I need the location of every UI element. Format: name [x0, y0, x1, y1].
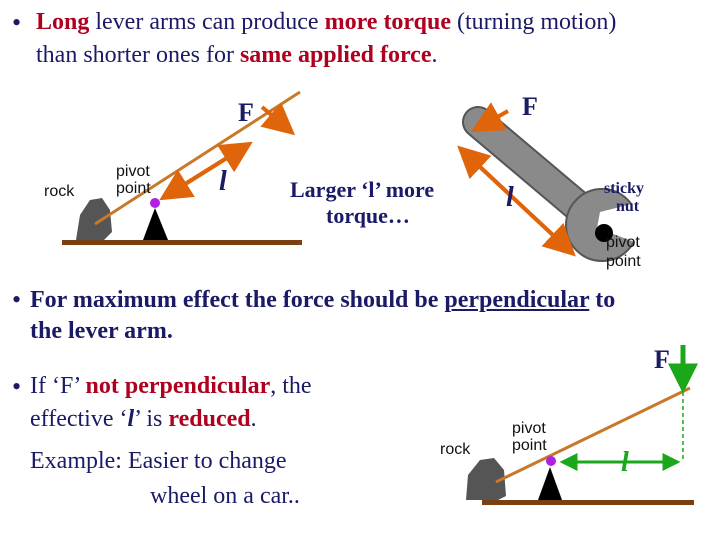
sticky-nut-label-1: sticky	[604, 180, 644, 197]
pivot-label-1: pivot	[512, 420, 546, 437]
bullet-dot: •	[12, 372, 22, 401]
word-same-force: same applied force	[239, 42, 432, 68]
force-arrow	[260, 102, 296, 136]
text: For maximum effect the force should be	[30, 287, 445, 313]
pivot-triangle	[143, 208, 168, 240]
bullet3-line2: effective ‘l’ is reduced.	[30, 406, 257, 433]
bullet2-line1: For maximum effect the force should be p…	[30, 287, 615, 314]
pivot-dot	[546, 456, 556, 466]
seesaw-3	[466, 345, 698, 505]
bullet-dot: •	[12, 285, 22, 314]
pivot-label-1: pivot	[116, 163, 150, 180]
lever-length-arrow-back	[159, 144, 248, 201]
word-l: l	[127, 406, 135, 432]
text: effective ‘	[30, 406, 128, 432]
bullet3-line1: If ‘F’ not perpendicular, the	[30, 373, 312, 400]
ground-bar	[62, 240, 302, 245]
wrench-jaw	[597, 202, 640, 244]
lever-length-label: l	[506, 182, 514, 213]
force-arrow	[471, 102, 509, 132]
effective-length-label: l	[621, 447, 629, 478]
bullet1-line1: Long lever arms can produce more torque …	[36, 9, 616, 36]
text: lever arms can produce	[89, 9, 325, 35]
lever-length-label: l	[219, 166, 227, 197]
lever-arm	[495, 386, 691, 484]
wrench	[457, 102, 640, 262]
word-not-perpendicular: not perpendicular	[85, 373, 271, 399]
bullet2-line2: the lever arm.	[30, 318, 173, 344]
text: than shorter ones for	[36, 42, 240, 68]
example-line2: wheel on a car..	[150, 483, 300, 509]
pivot-label-1: pivot	[606, 234, 640, 251]
force-label: F	[654, 345, 670, 374]
seesaw-1	[62, 90, 302, 245]
example-line1: Example: Easier to change	[30, 448, 287, 474]
ground-bar	[482, 500, 694, 505]
sticky-nut-label-2: nut	[616, 198, 640, 215]
word-more-torque: more torque	[324, 9, 451, 35]
pivot-triangle	[538, 467, 562, 500]
force-label: F	[522, 92, 538, 121]
pivot-dot	[150, 198, 160, 208]
caption-line1: Larger ‘l’ more	[290, 177, 435, 202]
caption-line2: torque…	[326, 203, 410, 228]
pivot-label-2: point	[116, 180, 151, 197]
bullet1-line2: than shorter ones for same applied force…	[36, 42, 437, 69]
rock-shape	[76, 198, 112, 240]
pivot-label-2: point	[606, 253, 641, 270]
rock-label: rock	[440, 441, 471, 458]
rock-label: rock	[44, 183, 75, 200]
word-long: Long	[36, 9, 90, 35]
text: , the	[270, 373, 312, 399]
nut-pivot	[595, 224, 613, 242]
text: If ‘F’	[30, 373, 86, 399]
text: .	[250, 406, 257, 432]
lever-length-arrow-back	[457, 145, 572, 253]
word-perpendicular: perpendicular	[444, 287, 590, 313]
text: ’ is	[134, 406, 169, 432]
text: to	[589, 287, 616, 313]
word-reduced: reduced	[168, 406, 251, 432]
rock-shape	[466, 458, 506, 500]
force-label: F	[238, 98, 254, 127]
pivot-label-2: point	[512, 437, 547, 454]
bullet-dot: •	[12, 8, 22, 37]
text: .	[431, 42, 438, 68]
text: (turning motion)	[451, 9, 617, 35]
